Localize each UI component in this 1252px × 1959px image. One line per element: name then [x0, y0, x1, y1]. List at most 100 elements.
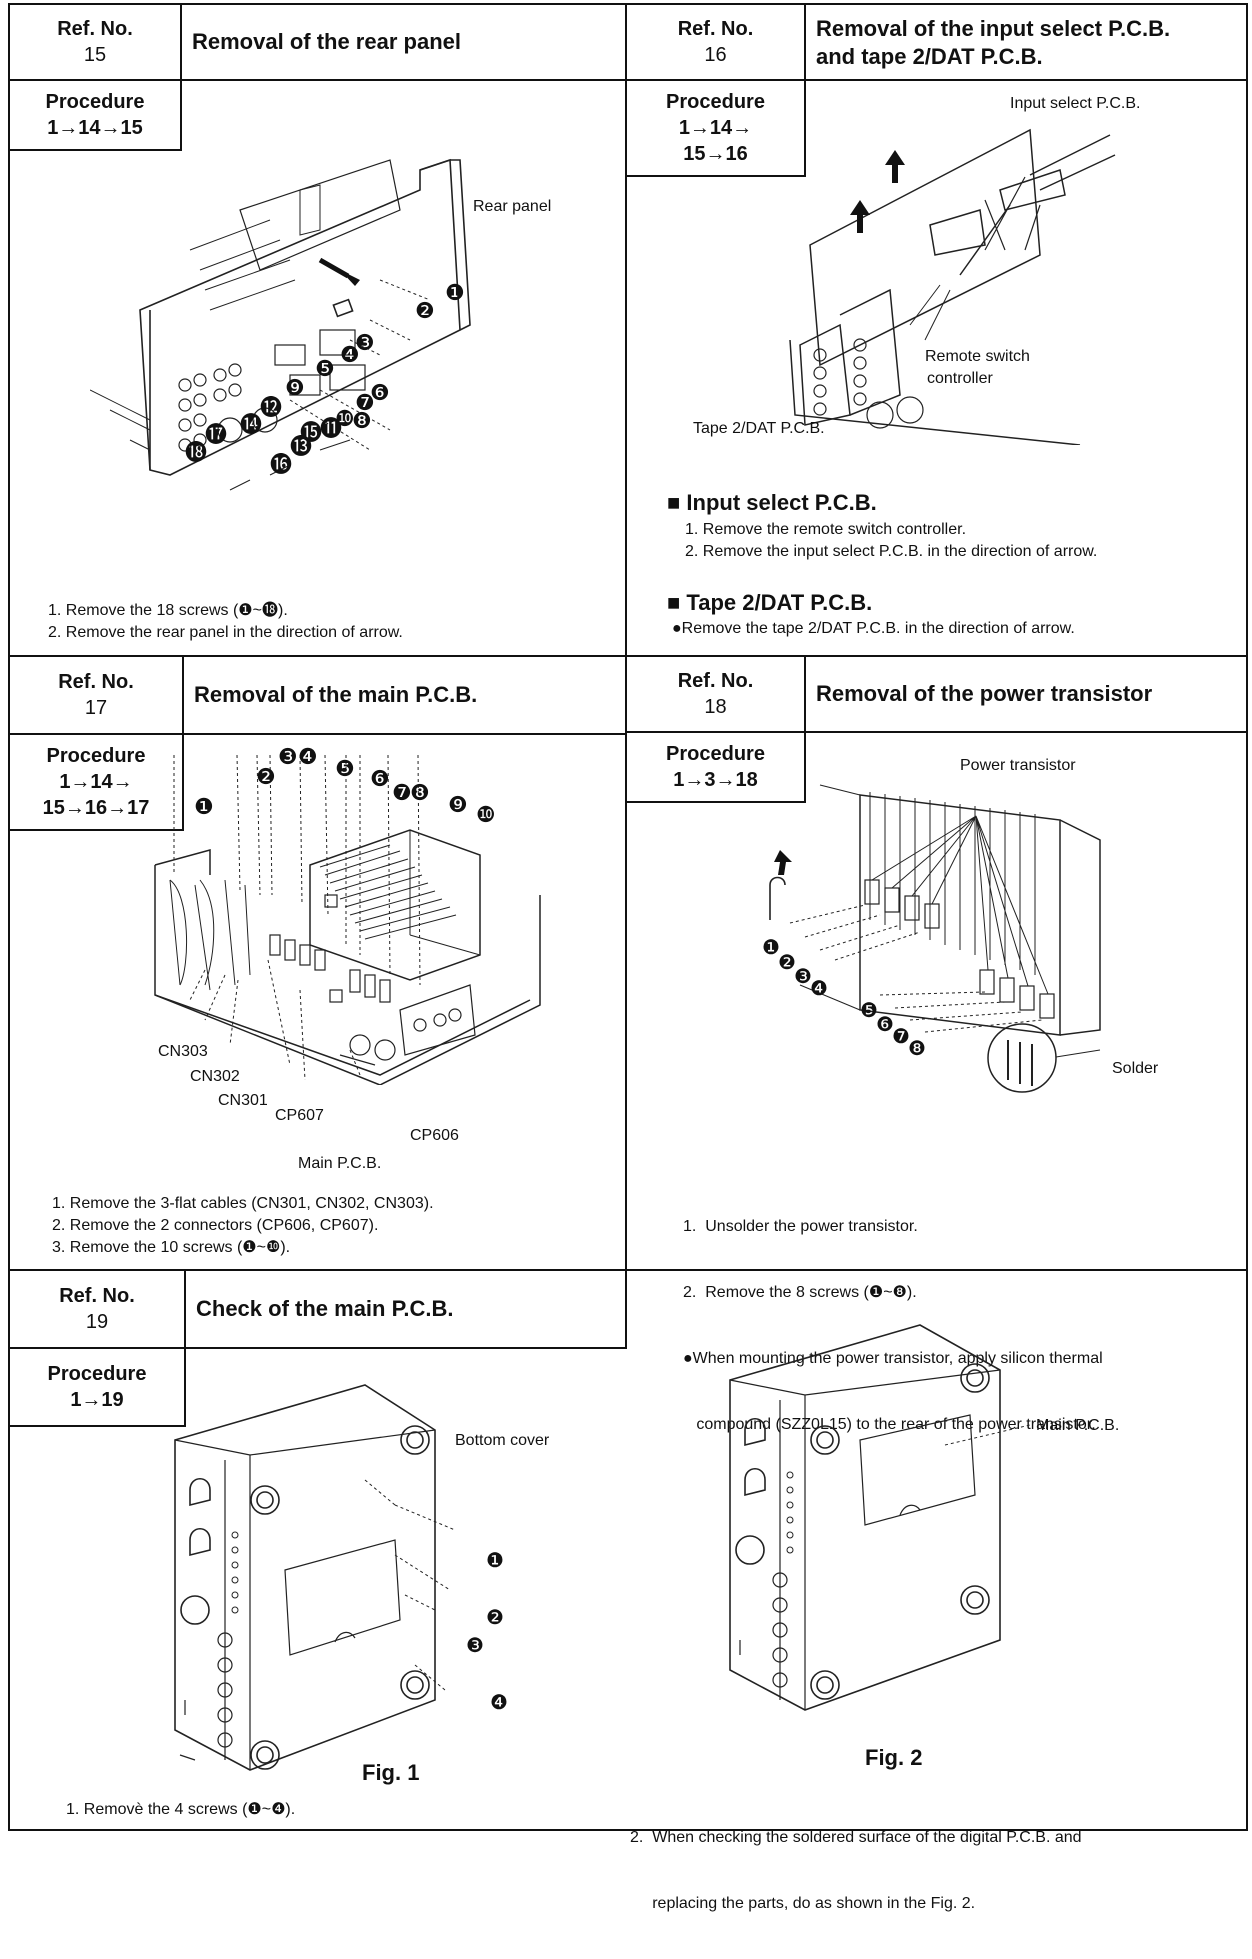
row-divider-2: [8, 1269, 1248, 1271]
screw-number: ❽: [908, 1036, 926, 1060]
main-pcb-label: Main P.C.B.: [298, 1155, 382, 1172]
cp606-label: CP606: [410, 1127, 459, 1144]
remote-switch-line: Remote switch: [925, 348, 1030, 365]
screw-number: ❼: [892, 1024, 910, 1048]
fig1-caption: Fig. 1: [362, 1760, 420, 1785]
solder-label: Solder: [1112, 1060, 1159, 1077]
screw-number: ❶: [445, 281, 465, 306]
power-transistor-illustration: [769, 784, 1101, 1093]
screw-number: ❺: [860, 998, 878, 1022]
screw-number: ❺: [315, 357, 335, 382]
cn301-label: CN301: [218, 1092, 268, 1109]
ref-number: 19: [85, 1311, 109, 1333]
center-divider: [625, 3, 627, 1269]
step: 2. Remove the 8 screws (❶~❽).: [683, 1284, 917, 1301]
section-title-line: and tape 2/DAT P.C.B.: [816, 44, 1043, 69]
section-title: Check of the main P.C.B.: [196, 1296, 454, 1321]
screw-number: ⓫: [320, 417, 342, 442]
fig1-illustration: [174, 1384, 456, 1771]
procedure-steps: 1→14→: [678, 117, 753, 139]
ref-box-18: Ref. No. 18: [625, 655, 806, 733]
steps-15: 1. Remove the 18 screws (❶~⓲). 2. Remove…: [48, 600, 403, 644]
screw-number: ❹: [490, 1690, 508, 1714]
bottom-cover-label: Bottom cover: [455, 1432, 550, 1449]
screw-number: ❸: [278, 745, 298, 770]
screw-number: ⓰: [270, 453, 292, 478]
step: ●When mounting the power transistor, app…: [683, 1350, 1103, 1367]
step: replacing the parts, do as shown in the …: [630, 1895, 976, 1912]
ref-number: 18: [704, 696, 727, 718]
step: 1. Unsolder the power transistor.: [683, 1218, 918, 1235]
procedure-steps: 1→14→: [59, 771, 133, 793]
screw-number: ❷: [415, 299, 435, 324]
screw-number: ❼: [392, 781, 412, 806]
fig2-illustration: [729, 1324, 1031, 1711]
step: 3. Remove the 10 screws (❶~❿).: [52, 1239, 291, 1256]
section-title-line: Removal of the input select P.C.B.: [816, 16, 1171, 41]
steps-17: 1. Remove the 3-flat cables (CN301, CN30…: [52, 1193, 434, 1259]
screw-number: ❸: [794, 964, 812, 988]
screw-number: ❷: [778, 950, 796, 974]
screw-number: ❽: [410, 781, 430, 806]
procedure-steps: 1→3→18: [673, 769, 758, 791]
rear-panel-label: Rear panel: [473, 198, 552, 215]
screw-numbers-17: ❶ ❷ ❸ ❹ ❺ ❻ ❼ ❽ ❾ ❿: [160, 745, 500, 828]
screw-number: ❹: [810, 976, 828, 1000]
title-box-15: Removal of the rear panel: [180, 3, 627, 81]
procedure-steps: 15→16→17: [42, 797, 150, 819]
cp607-label: CP607: [275, 1107, 324, 1124]
title-box-18: Removal of the power transistor: [804, 655, 1248, 733]
screw-number: ❹: [340, 343, 360, 368]
procedure-label: Procedure: [47, 1363, 147, 1385]
step: 1. Remove the 18 screws (❶~⓲).: [48, 602, 288, 619]
steps-19: 1. Removè the 4 screws (❶~❹).: [66, 1799, 295, 1821]
title-box-16: Removal of the input select P.C.B. and t…: [804, 3, 1248, 81]
step: 2. When checking the soldered surface of…: [630, 1829, 1082, 1846]
step: 1. Removè the 4 screws (❶~❹).: [66, 1801, 296, 1818]
screw-number: ❶: [194, 795, 214, 820]
procedure-steps: 15→16: [683, 143, 748, 165]
main-pcb-illustration: [154, 755, 541, 1085]
step: 2. Remove the rear panel in the directio…: [48, 624, 403, 641]
screw-number: ⓬: [260, 396, 282, 421]
procedure-label: Procedure: [666, 743, 765, 765]
ref-box-17: Ref. No. 17: [8, 655, 184, 735]
screw-number: ❺: [335, 757, 355, 782]
screw-number: ❻: [370, 381, 390, 406]
screw-number: ⓱: [205, 423, 227, 448]
step: 2. Remove the 2 connectors (CP606, CP607…: [52, 1217, 379, 1234]
screw-number: ❿: [476, 803, 496, 828]
ref-label: Ref. No.: [58, 671, 134, 693]
input-select-label: Input select P.C.B.: [1010, 95, 1141, 112]
screw-number: ❶: [486, 1548, 504, 1572]
step: 1. Remove the 3-flat cables (CN301, CN30…: [52, 1195, 434, 1212]
title-box-19: Check of the main P.C.B.: [184, 1269, 627, 1349]
power-transistor-label: Power transistor: [960, 757, 1076, 774]
fig2-caption: Fig. 2: [865, 1745, 923, 1770]
ref-label: Ref. No.: [677, 670, 754, 692]
screw-number: ❸: [466, 1633, 484, 1657]
screw-number: ❻: [876, 1012, 894, 1036]
step: 2. Remove the input select P.C.B. in the…: [685, 543, 1098, 560]
procedure-box-16: Procedure 1→14→ 15→16: [625, 79, 806, 177]
cn302-label: CN302: [190, 1068, 240, 1085]
remote-switch-line: controller: [927, 370, 993, 387]
subheading-input-select: ■ Input select P.C.B.: [667, 490, 877, 515]
ref-label: Ref. No.: [677, 18, 754, 40]
screw-number: ❷: [486, 1605, 504, 1629]
section-title: Removal of the main P.C.B.: [194, 682, 478, 707]
ref-number: 17: [84, 697, 108, 719]
procedure-box-19: Procedure 1→19: [8, 1347, 186, 1427]
screw-number: ⓮: [240, 413, 262, 438]
screw-number: ❸: [355, 331, 375, 356]
screw-number: ⓭: [290, 435, 312, 460]
screw-number: ❽: [352, 409, 372, 434]
screw-number: ❼: [355, 391, 375, 416]
screw-number: ❷: [256, 765, 276, 790]
main-pcb-fig2-label: Main P.C.B.: [1036, 1417, 1120, 1434]
procedure-box-18: Procedure 1→3→18: [625, 731, 806, 803]
section-title: Removal of the rear panel: [192, 29, 461, 54]
ref-box-16: Ref. No. 16: [625, 3, 806, 81]
step: 1. Remove the remote switch controller.: [685, 521, 967, 538]
procedure-label: Procedure: [45, 91, 145, 113]
